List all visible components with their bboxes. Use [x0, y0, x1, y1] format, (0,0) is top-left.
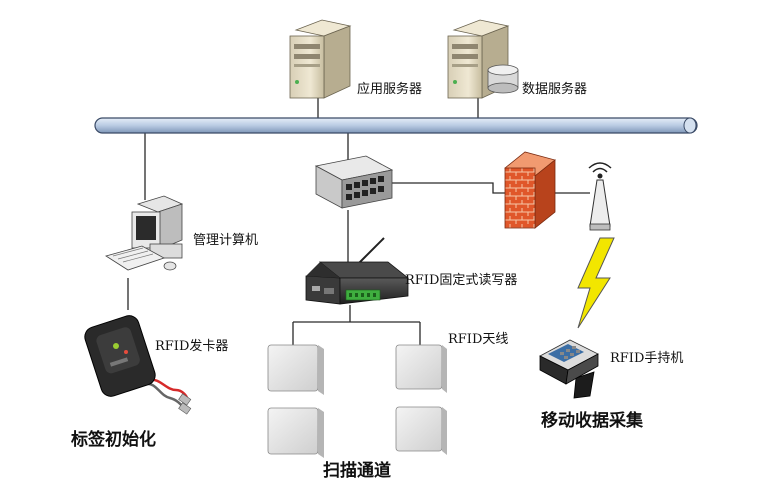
firewall-icon — [504, 151, 556, 229]
db-server-icon — [447, 19, 519, 99]
card-issuer-label: RFID发卡器 — [155, 339, 229, 354]
network-switch-icon — [314, 155, 394, 209]
antenna-panel — [395, 406, 447, 455]
access-point-icon — [588, 162, 612, 231]
database-cylinder-icon — [487, 64, 519, 94]
card-issuer-icon — [84, 315, 192, 415]
mobile-collect-caption: 移动收据采集 — [541, 411, 643, 431]
handheld-terminal-icon — [539, 339, 599, 399]
network-backbone — [94, 117, 698, 134]
antenna-panel — [267, 344, 324, 395]
antenna-panel — [267, 407, 324, 458]
tag-init-caption: 标签初始化 — [71, 430, 156, 450]
scan-channel-caption: 扫描通道 — [323, 461, 391, 481]
app-server-icon — [289, 19, 352, 99]
db-server-label: 数据服务器 — [522, 82, 588, 97]
fixed-reader-label: RFID固定式读写器 — [405, 273, 518, 288]
fixed-reader-icon — [305, 237, 410, 305]
management-computer-icon — [105, 195, 184, 271]
link-firewall — [385, 182, 513, 194]
app-server-label: 应用服务器 — [357, 82, 423, 97]
antenna-panel — [395, 344, 447, 393]
mgmt-pc-label: 管理计算机 — [193, 233, 259, 248]
antenna-label: RFID天线 — [448, 332, 509, 347]
wireless-link-lightning-icon — [577, 237, 615, 329]
handheld-label: RFID手持机 — [610, 351, 684, 366]
